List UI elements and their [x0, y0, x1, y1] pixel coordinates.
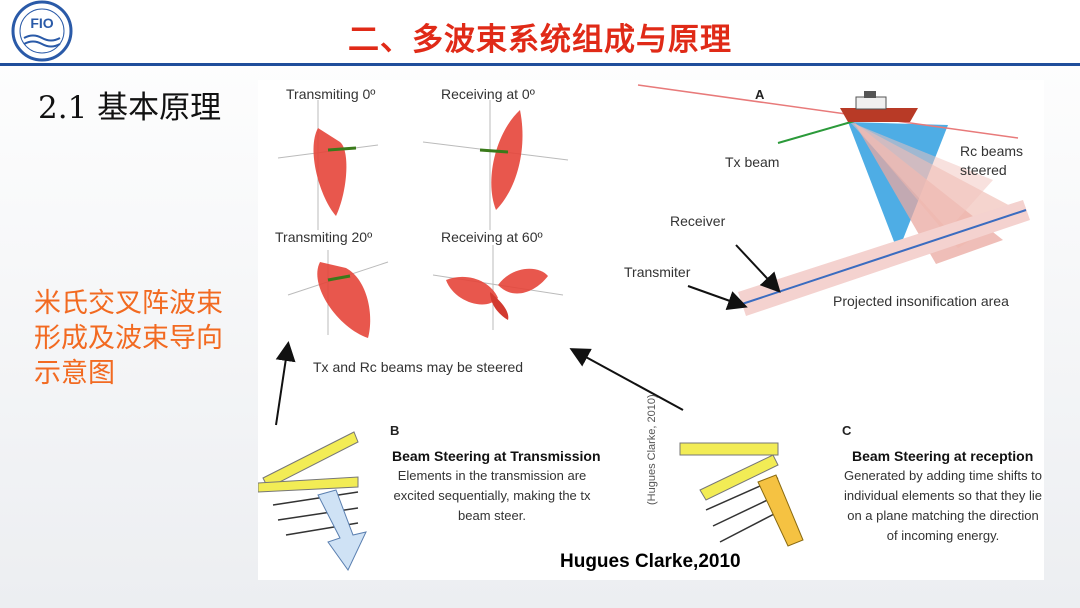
figure-credit: Hugues Clarke,2010: [560, 551, 741, 573]
label-tx20: Transmiting 20º: [275, 229, 372, 245]
panel-c-body: Generated by adding time shifts to indiv…: [843, 466, 1043, 546]
panel-a-swath: [638, 85, 1030, 316]
panel-c-array: [680, 443, 803, 546]
beam-pattern-rx60: [433, 245, 563, 330]
label-rx60: Receiving at 60º: [441, 229, 543, 245]
label-rx0: Receiving at 0º: [441, 86, 535, 102]
header-divider: [0, 63, 1080, 66]
figure-caption: 米氏交叉阵波束形成及波束导向示意图: [34, 286, 234, 391]
survey-vessel: [840, 91, 918, 122]
panel-a-letter: A: [755, 87, 764, 102]
label-rc-beams: Rc beams steered: [960, 142, 1040, 180]
arrow-c-up: [573, 350, 683, 410]
panel-c-letter: C: [842, 423, 851, 438]
label-insonification: Projected insonification area: [833, 293, 1009, 309]
beam-pattern-tx20: [288, 250, 388, 338]
label-transmiter: Transmiter: [624, 264, 690, 280]
beam-pattern-tx0: [278, 100, 378, 230]
beam-pattern-rx0: [423, 100, 568, 230]
panel-b-letter: B: [390, 423, 399, 438]
label-tx-beam: Tx beam: [725, 154, 779, 170]
panel-c-title: Beam Steering at reception: [852, 448, 1033, 464]
panel-b-body: Elements in the transmission are excited…: [382, 466, 602, 526]
slide-title: 二、多波束系统组成与原理: [0, 14, 1080, 59]
multibeam-figure: Transmiting 0º Receiving at 0º Transmiti…: [258, 80, 1044, 580]
label-tx0: Transmiting 0º: [286, 86, 375, 102]
label-receiver: Receiver: [670, 213, 725, 229]
vertical-credit: (Hugues Clarke, 2010): [646, 394, 658, 505]
panel-b-title: Beam Steering at Transmission: [392, 448, 601, 464]
arrow-b-up: [276, 345, 288, 425]
section-title: 2.1 基本原理: [38, 82, 221, 127]
panel-b-array: [258, 432, 366, 570]
label-steer-note: Tx and Rc beams may be steered: [313, 359, 523, 375]
slide-header: FIO 二、多波束系统组成与原理: [0, 0, 1080, 66]
